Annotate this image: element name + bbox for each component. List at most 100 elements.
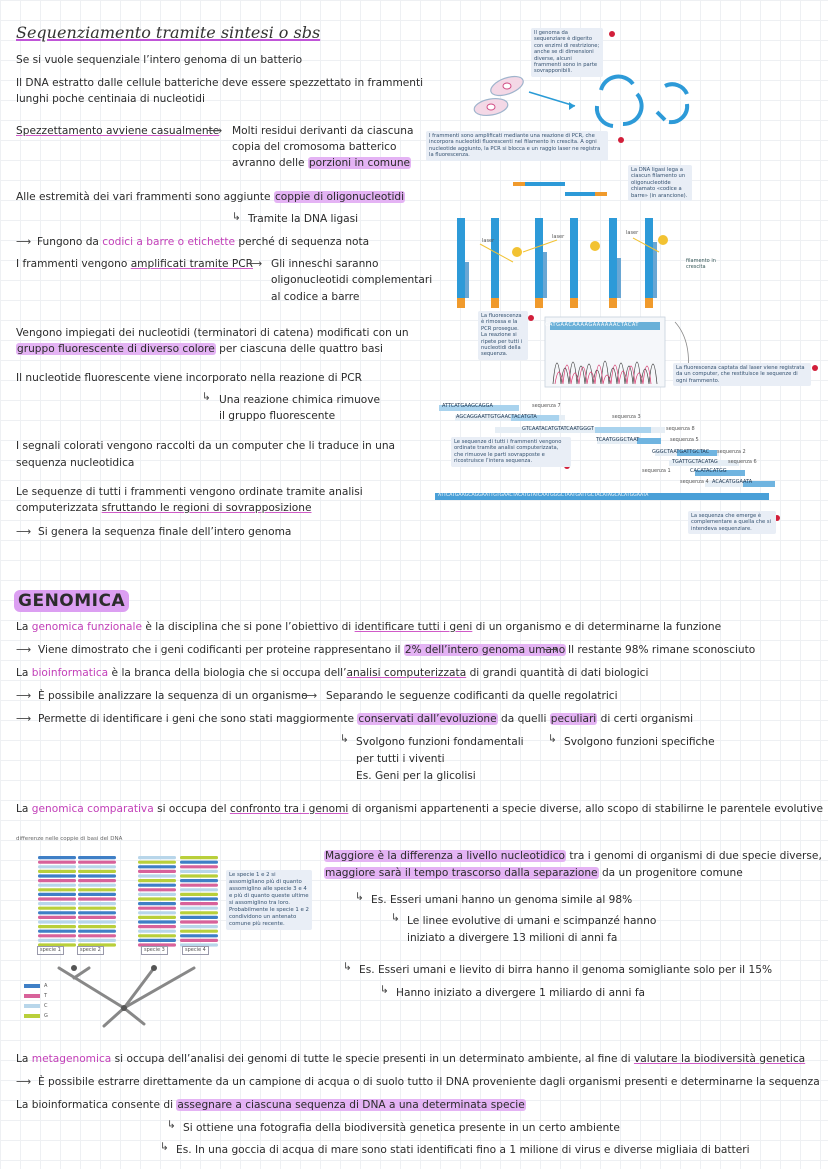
- legend-label-g: G: [44, 1013, 48, 1019]
- dna-base-pair: [138, 897, 176, 901]
- note-line: gruppo fluorescente di diverso colore pe…: [16, 343, 383, 355]
- note-line: È possibile analizzare la sequenza di un…: [38, 690, 308, 702]
- dna-base-pair: [138, 902, 176, 906]
- dna-base-pair: [138, 879, 176, 883]
- figure-caption: La sequenza che emerge è complementare a…: [688, 511, 776, 535]
- figure-caption: La DNA ligasi lega a ciascun filamento u…: [628, 165, 692, 202]
- dna-base-pair: [180, 911, 218, 915]
- dna-base-pair: [180, 888, 218, 892]
- dna-base-pair: [78, 925, 116, 929]
- note-line: maggiore sarà il tempo trascorso dalla s…: [324, 867, 743, 879]
- species-label: specie 1: [37, 946, 64, 955]
- legend-label-c: C: [44, 1003, 48, 1009]
- arrow-icon: ⟶: [16, 690, 32, 702]
- note-line: per tutti i viventi: [356, 753, 445, 765]
- arrow-icon: ⟶: [16, 1076, 32, 1088]
- dna-base-pair: [38, 892, 76, 896]
- dna-base-pair: [138, 920, 176, 924]
- note-line: Separando le seguenze codificanti da que…: [326, 690, 618, 702]
- dna-base-pair: [138, 925, 176, 929]
- sequence-7: ATTCATGAAGCAGGA: [442, 403, 493, 409]
- note-line: Viene dimostrato che i geni codificanti …: [38, 644, 567, 656]
- note-line: Hanno iniziato a divergere 1 miliardo di…: [396, 987, 646, 999]
- note-line: La bioinformatica è la branca della biol…: [16, 667, 649, 679]
- dna-base-pair: [138, 892, 176, 896]
- dna-base-pair: [38, 883, 76, 887]
- dna-base-pair: [38, 943, 76, 947]
- laser-label: laser: [482, 238, 495, 244]
- arrow-icon: ⟶: [16, 526, 32, 538]
- dna-base-pair: [38, 869, 76, 873]
- dna-base-pair: [78, 906, 116, 910]
- note-line: È possibile estrarre direttamente da un …: [38, 1076, 820, 1088]
- sequence-8-label: sequenza 8: [666, 426, 695, 432]
- dna-base-pair: [180, 879, 218, 883]
- legend-swatches: [24, 984, 40, 1018]
- dna-bars: [38, 856, 218, 947]
- dna-base-pair: [78, 897, 116, 901]
- laser-label: laser: [552, 234, 565, 240]
- hook-arrow-icon: ↳: [167, 1119, 176, 1131]
- dna-base-pair: [180, 938, 218, 942]
- dna-base-pair: [180, 920, 218, 924]
- note-line: Alle estremità dei vari frammenti sono a…: [16, 191, 406, 203]
- sequence-2: GGGCTAATGATTGCTAC: [652, 449, 710, 455]
- sequence-1: CACATACATGG: [690, 468, 727, 474]
- dna-base-pair: [78, 943, 116, 947]
- full-sequence: ATTCATGAAGCAGGAATTGTGAACTACATGTATCAATGGG…: [436, 493, 651, 499]
- note-line: Le sequenze di tutti i frammenti vengono…: [16, 486, 363, 498]
- note-line: Es. In una goccia di acqua di mare sono …: [176, 1144, 750, 1156]
- note-line: La genomica funzionale è la disciplina c…: [16, 621, 722, 633]
- note-line: Maggiore è la differenza a livello nucle…: [324, 850, 822, 862]
- dna-base-pair: [180, 856, 218, 860]
- laser-columns: [457, 218, 668, 308]
- dna-base-pair: [38, 874, 76, 878]
- hook-arrow-icon: ↳: [391, 912, 400, 924]
- sequence-6-label: sequenza 6: [728, 459, 757, 465]
- dna-fragments: [594, 74, 690, 128]
- note-line: iniziato a divergere 13 milioni di anni …: [407, 932, 618, 944]
- dna-base-pair: [38, 897, 76, 901]
- note-line: Permette di identificare i geni che sono…: [38, 713, 694, 725]
- note-line: oligonucleotidi complementari: [271, 274, 433, 286]
- note-line: Molti residui derivanti da ciascuna: [232, 125, 414, 137]
- figure-caption: La fluorescenza captata dal laser viene …: [673, 363, 811, 387]
- dna-base-pair: [78, 892, 116, 896]
- dna-base-pair: [180, 906, 218, 910]
- sequence-7-label: sequenza 7: [532, 403, 561, 409]
- dna-base-pair: [38, 865, 76, 869]
- sequence-8: GTCAATACATGTATCAATGGGT: [522, 426, 594, 432]
- dna-base-pair: [78, 915, 116, 919]
- barcode-strand: [513, 182, 607, 196]
- dna-base-pair: [138, 883, 176, 887]
- dna-base-pair: [180, 934, 218, 938]
- note-line: Si genera la sequenza finale dell’intero…: [38, 526, 292, 538]
- figure-caption: La fluorescenza è rimossa e la PCR prose…: [478, 311, 528, 360]
- dna-base-pair: [138, 888, 176, 892]
- bacterium-illustration: [473, 75, 576, 117]
- note-underlined: Spezzettamento avviene casualmente: [16, 125, 220, 137]
- arrow-icon: ⟶: [207, 125, 223, 137]
- figure-caption: Il genoma da sequenziare è digerito con …: [531, 28, 603, 77]
- dna-base-pair: [180, 925, 218, 929]
- note-line: La bioinformatica consente di assegnare …: [16, 1099, 526, 1111]
- note-line: computerizzata sfruttando le regioni di …: [16, 502, 312, 514]
- hook-arrow-icon: ↳: [202, 391, 211, 403]
- dna-base-pair: [138, 915, 176, 919]
- note-line: Tramite la DNA ligasi: [248, 213, 359, 225]
- species-label: specie 3: [141, 946, 168, 955]
- dna-base-pair: [138, 929, 176, 933]
- note-line: Gli inneschi saranno: [271, 258, 379, 270]
- note-line: I frammenti vengono amplificati tramite …: [16, 258, 254, 270]
- sequence-4-label: sequenza 4: [680, 479, 709, 485]
- note-line: copia del cromosoma batterico: [232, 141, 397, 153]
- dna-base-pair: [180, 892, 218, 896]
- dna-base-pair: [180, 865, 218, 869]
- dna-base-pair: [38, 925, 76, 929]
- hook-arrow-icon: ↳: [232, 211, 241, 223]
- dna-base-pair: [138, 943, 176, 947]
- dna-base-pair: [180, 874, 218, 878]
- dna-base-pair: [78, 860, 116, 864]
- note-line: Si ottiene una fotografia della biodiver…: [183, 1122, 620, 1134]
- dna-base-pair: [38, 906, 76, 910]
